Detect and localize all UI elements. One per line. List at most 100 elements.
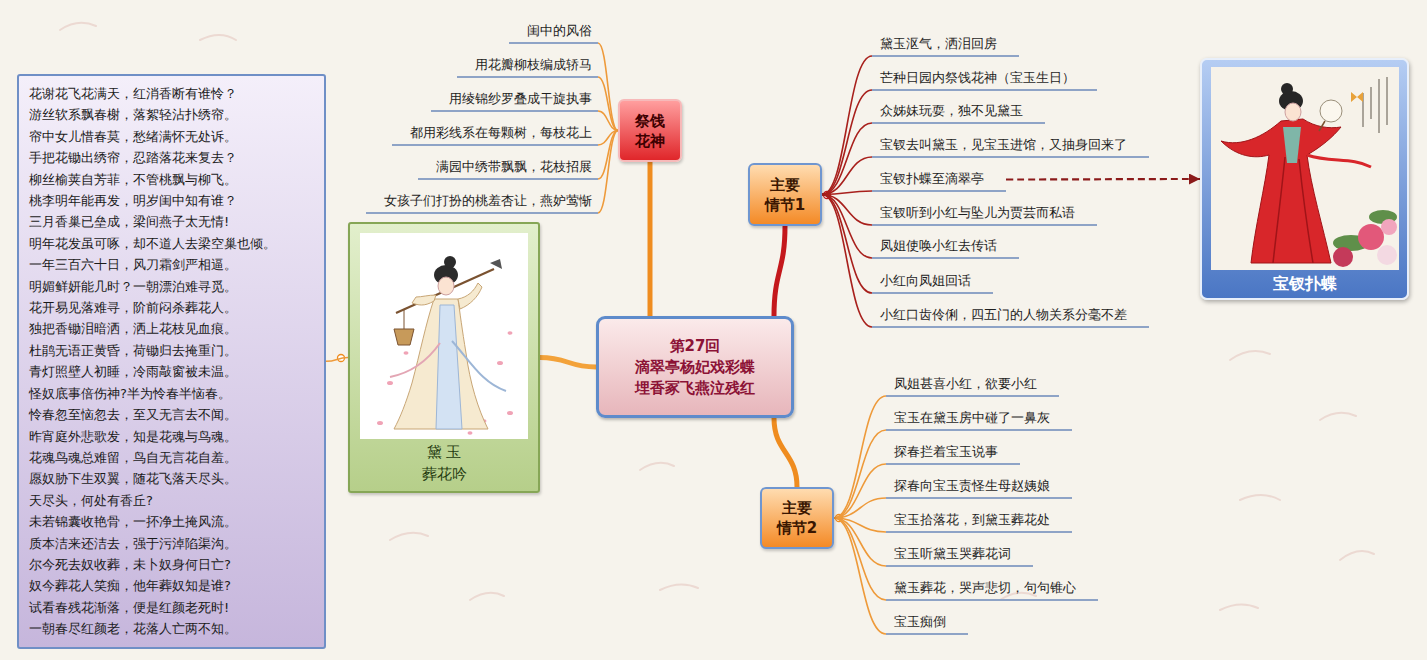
node-text: 主要 情节1: [762, 175, 809, 215]
leaf-topic: 探春向宝玉责怪生母赵姨娘: [886, 474, 1072, 499]
leaf-topic: 宝玉痴倒: [886, 610, 968, 635]
petal: [468, 431, 473, 435]
brush-stroke: [1386, 77, 1387, 125]
petal: [377, 421, 383, 425]
poem-line: 青灯照壁人初睡，冷雨敲窗被未温。: [29, 361, 314, 382]
daiyu-figure: [390, 256, 506, 429]
poem-line: 独把香锄泪暗洒，洒上花枝见血痕。: [29, 318, 314, 339]
leaf-topic: 宝钗扑蝶至滴翠亭: [872, 167, 1006, 192]
node-text: 探春向宝玉责怪生母赵姨娘: [894, 477, 1050, 494]
poem-box: 花谢花飞花满天，红消香断有谁怜？游丝软系飘春榭，落絮轻沾扑绣帘。帘中女儿惜春莫，…: [17, 74, 326, 649]
node-text: 宝玉拾落花，到黛玉葬花处: [894, 511, 1050, 528]
streamer: [1307, 155, 1371, 167]
poem-line: 手把花锄出绣帘，忍踏落花来复去？: [29, 147, 314, 168]
round-fan: [1320, 100, 1342, 122]
brush-stroke: [1378, 79, 1379, 133]
leaf-topic: 黛玉沤气，洒泪回房: [872, 32, 1019, 57]
poem-line: 一年三百六十日，风刀霜剑严相逼。: [29, 254, 314, 275]
poem-line: 游丝软系飘春榭，落絮轻沾扑绣帘。: [29, 104, 314, 125]
feather-mark: [1220, 604, 1258, 610]
robe-fold: [1273, 157, 1285, 263]
branch-line: [598, 77, 618, 131]
leaf-topic: 小红向凤姐回话: [872, 269, 993, 294]
leaf-topic: 小红口齿伶俐，四五门的人物关系分毫不差: [872, 303, 1149, 328]
leaf-topic: 女孩子们打扮的桃羞杏让，燕妒莺惭: [366, 189, 598, 214]
flower-basket: [394, 329, 414, 345]
branch-line: [834, 464, 886, 518]
leaf-topic: 宝玉在黛玉房中碰了一鼻灰: [886, 406, 1072, 431]
feather-mark: [660, 584, 698, 590]
branch-line: [326, 358, 348, 362]
branch-line: [822, 195, 872, 294]
feather-mark: [390, 533, 428, 540]
branch-line: [822, 195, 872, 259]
node-text: 小红向凤姐回话: [880, 272, 971, 289]
face: [438, 277, 454, 295]
leaf-topic: 宝玉拾落花，到黛玉葬花处: [886, 508, 1072, 533]
leaf-topic: 芒种日园内祭饯花神（宝玉生日）: [872, 66, 1097, 91]
poem-line: 花谢花飞花满天，红消香断有谁怜？: [29, 83, 314, 104]
branch-box: 主要 情节2: [760, 487, 834, 549]
sleeve: [412, 295, 436, 305]
poem-line: 杜鹃无语正黄昏，荷锄归去掩重门。: [29, 340, 314, 361]
branch-box: 主要 情节1: [748, 163, 822, 226]
node-text: 芒种日园内祭饯花神（宝玉生日）: [880, 69, 1075, 86]
poem-line: 柳丝榆荚自芳菲，不管桃飘与柳飞。: [29, 169, 314, 190]
poem-card: 黛 玉葬花吟: [348, 222, 540, 493]
poem-line: 尔今死去奴收葬，未卜奴身何日亡?: [29, 554, 314, 575]
branch-line: [822, 195, 872, 328]
poem-line: 昨宵庭外悲歌发，知是花魂与鸟魂。: [29, 426, 314, 447]
poem-line: 试看春残花渐落，便是红颜老死时!: [29, 597, 314, 618]
feather-mark: [1340, 551, 1374, 560]
petal: [387, 381, 393, 385]
branch-line: [834, 396, 886, 518]
leaf-topic: 满园中绣带飘飘，花枝招展: [418, 155, 598, 180]
petal: [497, 361, 503, 365]
node-text: 主要 情节2: [774, 498, 821, 538]
picture-card: 宝钗扑蝶: [1200, 58, 1409, 300]
leaf-topic: 凤姐甚喜小红，欲要小红: [886, 372, 1059, 397]
daiyu-illustration: [360, 233, 528, 439]
butterfly: [1351, 92, 1363, 102]
branch-line: [648, 162, 653, 316]
feather-mark: [1230, 351, 1270, 360]
branch-line: [598, 111, 618, 131]
dashed-arrow: [1006, 178, 1200, 181]
baochai-figure: [1221, 83, 1371, 263]
node-text: 葬花吟: [350, 463, 538, 485]
poem-line: 未若锦囊收艳骨，一抔净土掩风流。: [29, 511, 314, 532]
basket-string: [404, 310, 405, 329]
peony: [1381, 219, 1397, 235]
node-text: 黛玉沤气，洒泪回房: [880, 35, 997, 52]
inner-garment: [1283, 127, 1301, 163]
peony: [1377, 245, 1397, 265]
poem-line: 三月香巢已垒成，梁间燕子太无情!: [29, 211, 314, 232]
branch-line: [822, 56, 872, 195]
branch-line: [822, 157, 872, 195]
branch-line: [822, 191, 872, 195]
feather-mark: [470, 593, 504, 600]
node-text: 黛玉葬花，哭声悲切，句句锥心: [894, 579, 1076, 596]
poem-line: 怜春忽至恼忽去，至又无言去不闻。: [29, 404, 314, 425]
leaf-topic: 闺中的风俗: [509, 19, 598, 44]
node-text: 宝钗听到小红与坠儿为贾芸而私语: [880, 204, 1075, 221]
poem-line: 明年花发虽可啄，却不道人去梁空巢也倾。: [29, 233, 314, 254]
ribbon: [452, 341, 506, 391]
poem-line: 一朝春尽红颜老，花落人亡两不知。: [29, 618, 314, 639]
poem-line: 明媚鲜妍能几时？一朝漂泊难寻觅。: [29, 276, 314, 297]
poem-line: 质本洁来还洁去，强于污淖陷渠沟。: [29, 533, 314, 554]
brush-stroke: [1370, 87, 1371, 119]
node-text: 用花瓣柳枝编成轿马: [475, 56, 592, 73]
node-text: 宝钗去叫黛玉，见宝玉进馆，又抽身回来了: [880, 136, 1127, 153]
branch-line: [774, 226, 785, 316]
branch-line: [598, 131, 618, 214]
petal: [507, 411, 513, 415]
picture-ground: [360, 233, 528, 439]
node-text: 众姊妹玩耍，独不见黛玉: [880, 102, 1023, 119]
leaf-topic: 宝玉听黛玉哭葬花词: [886, 542, 1033, 567]
peonies: [1333, 210, 1397, 267]
sleeve: [458, 283, 482, 309]
branch-line: [834, 430, 886, 518]
node-text: 第27回: [670, 336, 721, 357]
leaf-topic: 众姊妹玩耍，独不见黛玉: [872, 99, 1045, 124]
